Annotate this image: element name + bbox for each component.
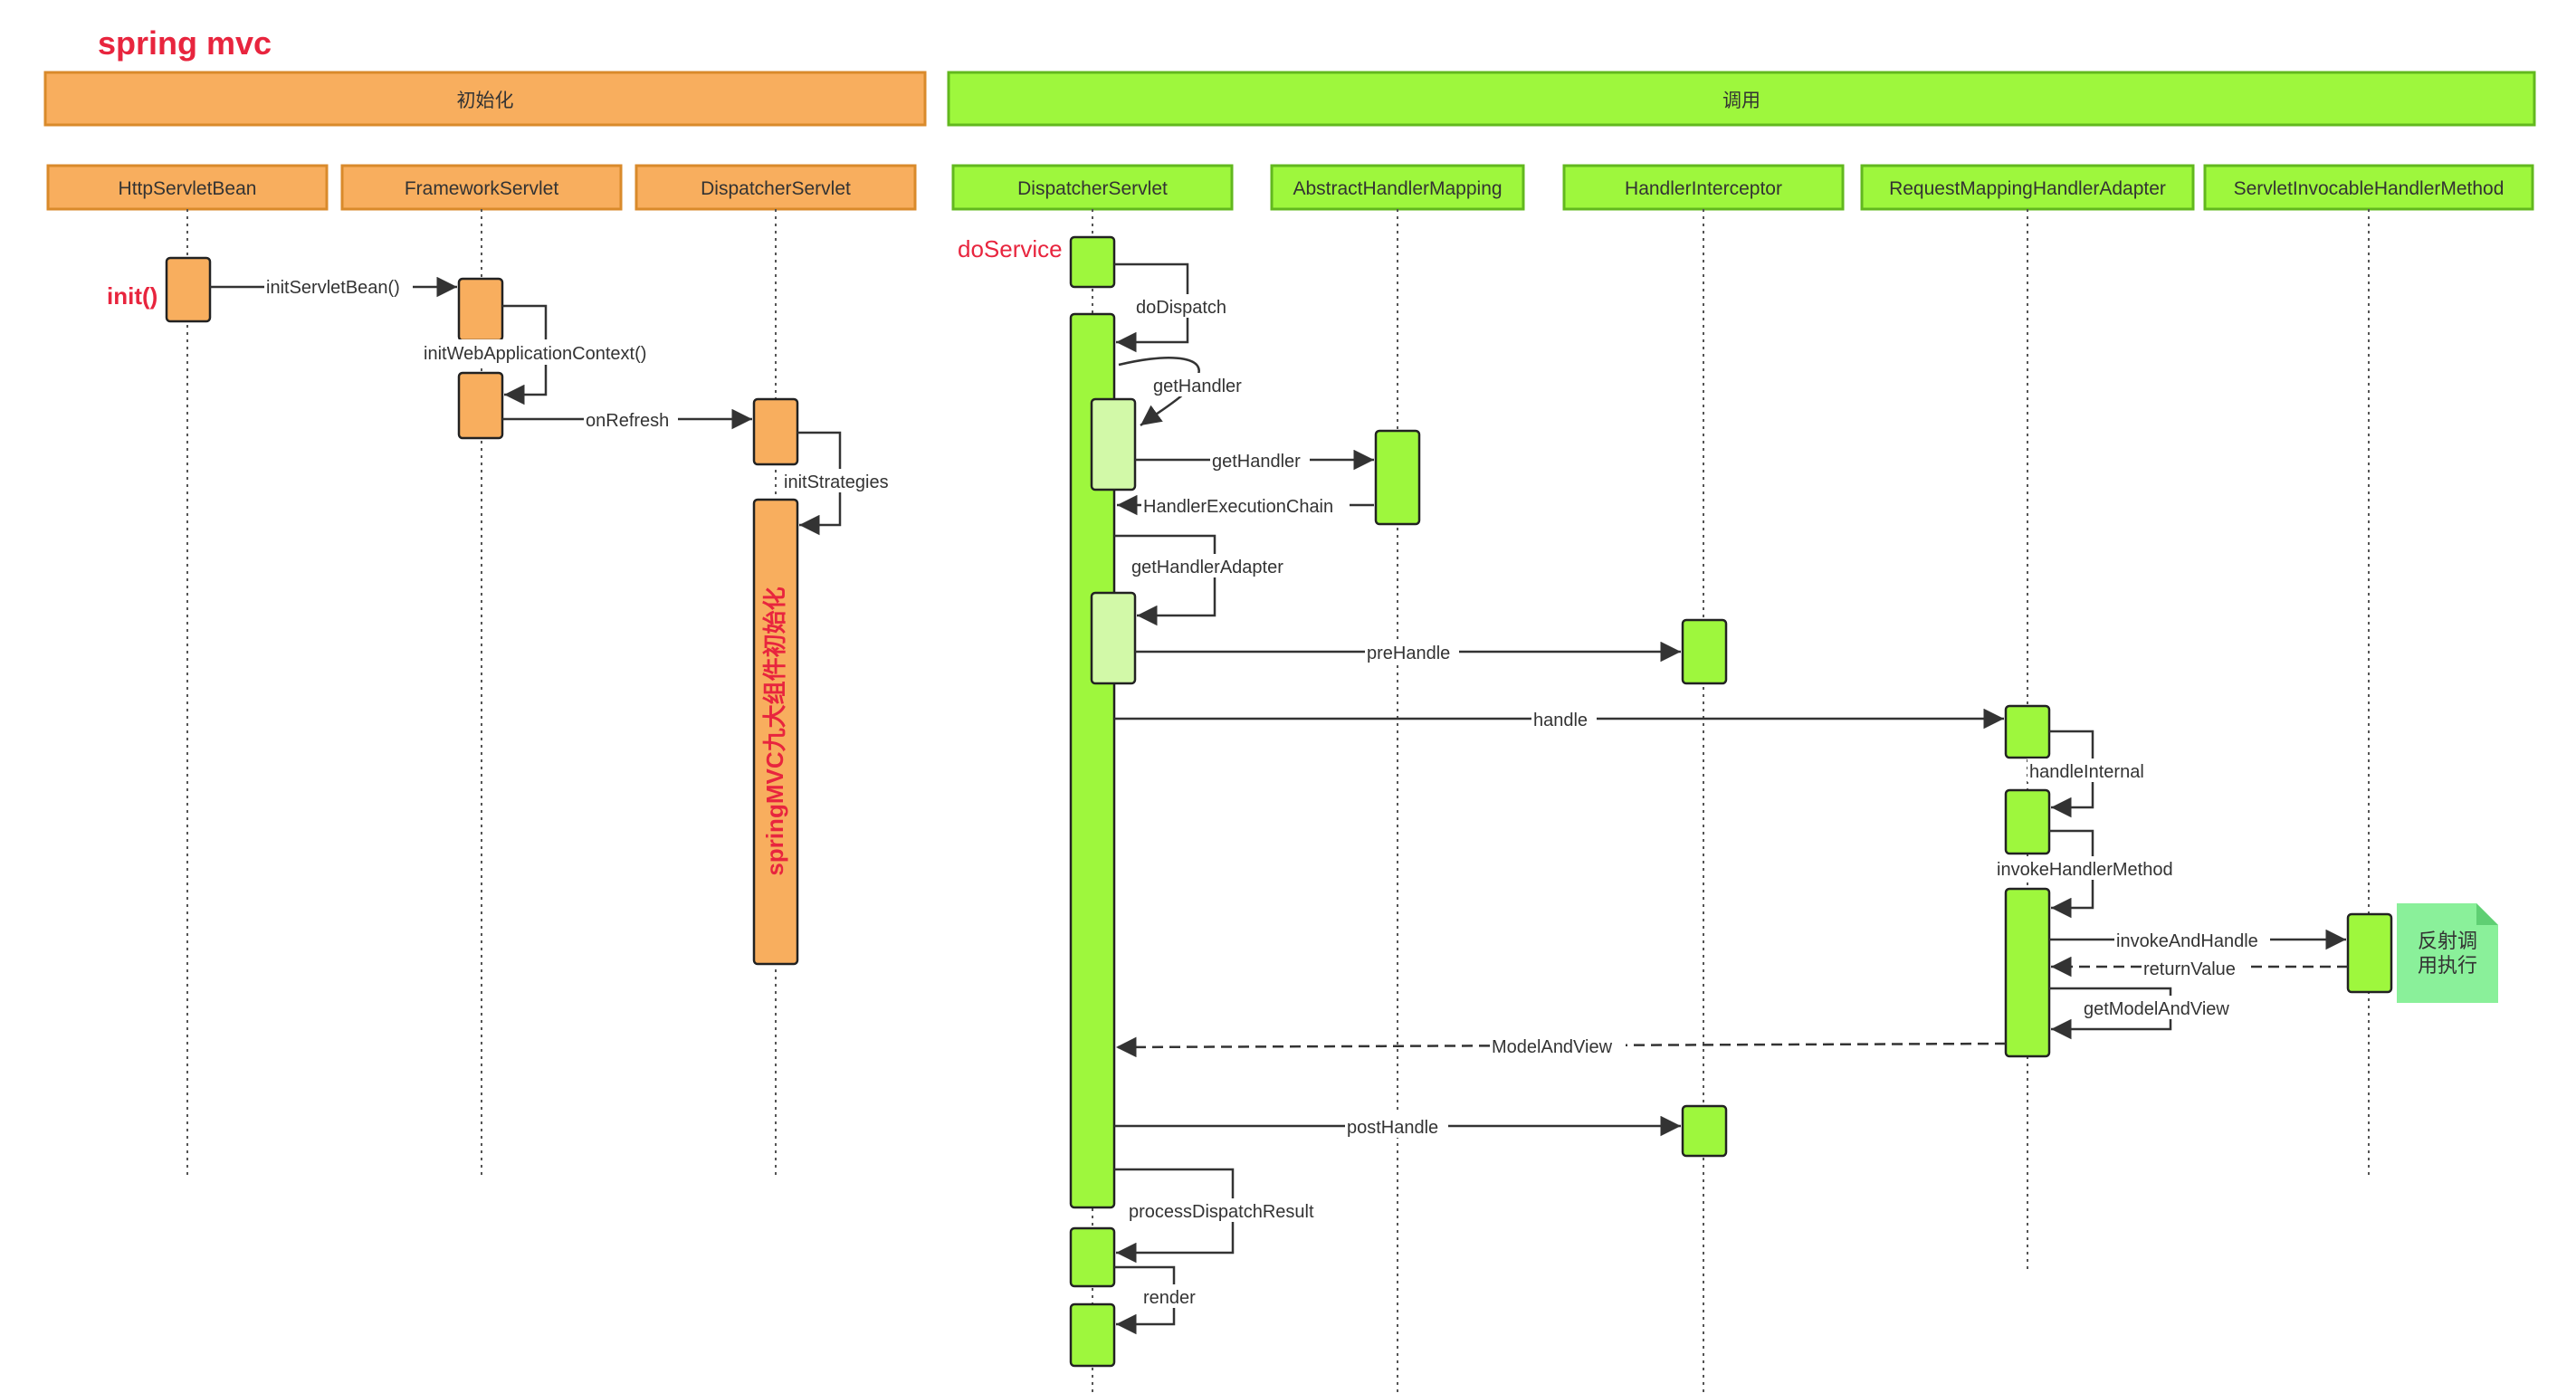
message-label: HandlerExecutionChain <box>1143 497 1333 517</box>
participant-label: DispatcherServlet <box>1017 178 1168 199</box>
activations-init <box>165 256 799 966</box>
message-label: render <box>1143 1288 1196 1308</box>
message-label: getModelAndView <box>2084 999 2229 1019</box>
participant-label: DispatcherServlet <box>701 178 851 199</box>
participant-httpservletbean: HttpServletBean <box>46 164 329 211</box>
activation-box <box>1681 618 1728 685</box>
banner-call: 调用 <box>947 71 2536 127</box>
message-label: returnValue <box>2143 959 2236 979</box>
banner-init-label: 初始化 <box>457 91 514 111</box>
activation-box <box>1090 397 1137 491</box>
activation-box <box>2004 704 2051 759</box>
message-label: initServletBean() <box>266 278 400 298</box>
activation-box <box>2346 912 2393 994</box>
activation-box <box>1069 1302 1116 1368</box>
activation-box <box>1069 312 1116 1209</box>
activation-box <box>1681 1104 1728 1158</box>
message-label: getHandlerAdapter <box>1131 558 1283 577</box>
message-label: handle <box>1533 711 1588 730</box>
message-label: invokeAndHandle <box>2116 931 2258 951</box>
participant-label: HandlerInterceptor <box>1625 178 1782 199</box>
banner-init: 初始化 <box>43 71 927 127</box>
participant-servletinvocablehandlermethod: ServletInvocableHandlerMethod <box>2203 164 2534 211</box>
activation-box <box>1090 591 1137 685</box>
activation-box <box>752 498 799 966</box>
activation-box <box>1374 429 1421 526</box>
note-shape <box>2397 903 2498 1003</box>
participant-label: HttpServletBean <box>119 178 257 199</box>
note-line-2: 用执行 <box>2418 954 2477 977</box>
participant-label: RequestMappingHandlerAdapter <box>1889 178 2166 199</box>
message-label: getHandler <box>1212 452 1301 472</box>
reflection-note: 反射调 用执行 <box>2397 903 2498 1003</box>
participant-handlerinterceptor: HandlerInterceptor <box>1562 164 1845 211</box>
message-label: handleInternal <box>2029 762 2144 782</box>
activations-call <box>1069 235 2393 1368</box>
activation-box <box>752 397 799 466</box>
activation-box <box>165 256 212 323</box>
activation-box <box>2004 788 2051 855</box>
participant-label: AbstractHandlerMapping <box>1293 178 1502 199</box>
message-labels-init: initServletBean() initWebApplicationCont… <box>264 274 903 492</box>
message-label: invokeHandlerMethod <box>1997 860 2173 880</box>
message-label: ModelAndView <box>1492 1037 1613 1057</box>
note-fold <box>2476 903 2498 925</box>
participant-label: ServletInvocableHandlerMethod <box>2234 178 2504 199</box>
banner-call-label: 调用 <box>1722 91 1760 111</box>
message-label: doDispatch <box>1136 298 1226 318</box>
message-label: postHandle <box>1347 1118 1438 1138</box>
activation-box <box>1069 1226 1116 1288</box>
participant-abstracthandlermapping: AbstractHandlerMapping <box>1270 164 1525 211</box>
message-label: getHandler <box>1153 377 1242 396</box>
activation-box <box>1069 235 1116 289</box>
messages-call <box>1114 262 2348 1335</box>
message-label: processDispatchResult <box>1129 1202 1314 1222</box>
message-arrow <box>1115 1036 2007 1058</box>
note-line-1: 反射调 <box>2418 930 2477 952</box>
participant-dispatcherservlet-init: DispatcherServlet <box>634 164 917 211</box>
message-label: preHandle <box>1367 644 1450 663</box>
message-label: initStrategies <box>784 472 889 492</box>
activation-box <box>457 277 504 342</box>
do-service-label: doService <box>958 235 1063 262</box>
activation-box <box>2004 887 2051 1058</box>
init-method-label: init() <box>107 282 157 310</box>
activation-box <box>457 371 504 440</box>
participant-frameworkservlet: FrameworkServlet <box>340 164 623 211</box>
nine-components-label: springMVC九大组件初始化 <box>761 587 788 875</box>
diagram-title: spring mvc <box>98 24 272 62</box>
message-labels-call: doDispatch getHandler getHandler Handler… <box>1127 294 2270 1308</box>
participant-dispatcherservlet-call: DispatcherServlet <box>951 164 1234 211</box>
participant-label: FrameworkServlet <box>405 178 559 199</box>
messages-init <box>210 276 842 536</box>
message-label: onRefresh <box>586 411 669 431</box>
message-label: initWebApplicationContext() <box>424 344 646 364</box>
participant-requestmappinghandleradapter: RequestMappingHandlerAdapter <box>1860 164 2195 211</box>
